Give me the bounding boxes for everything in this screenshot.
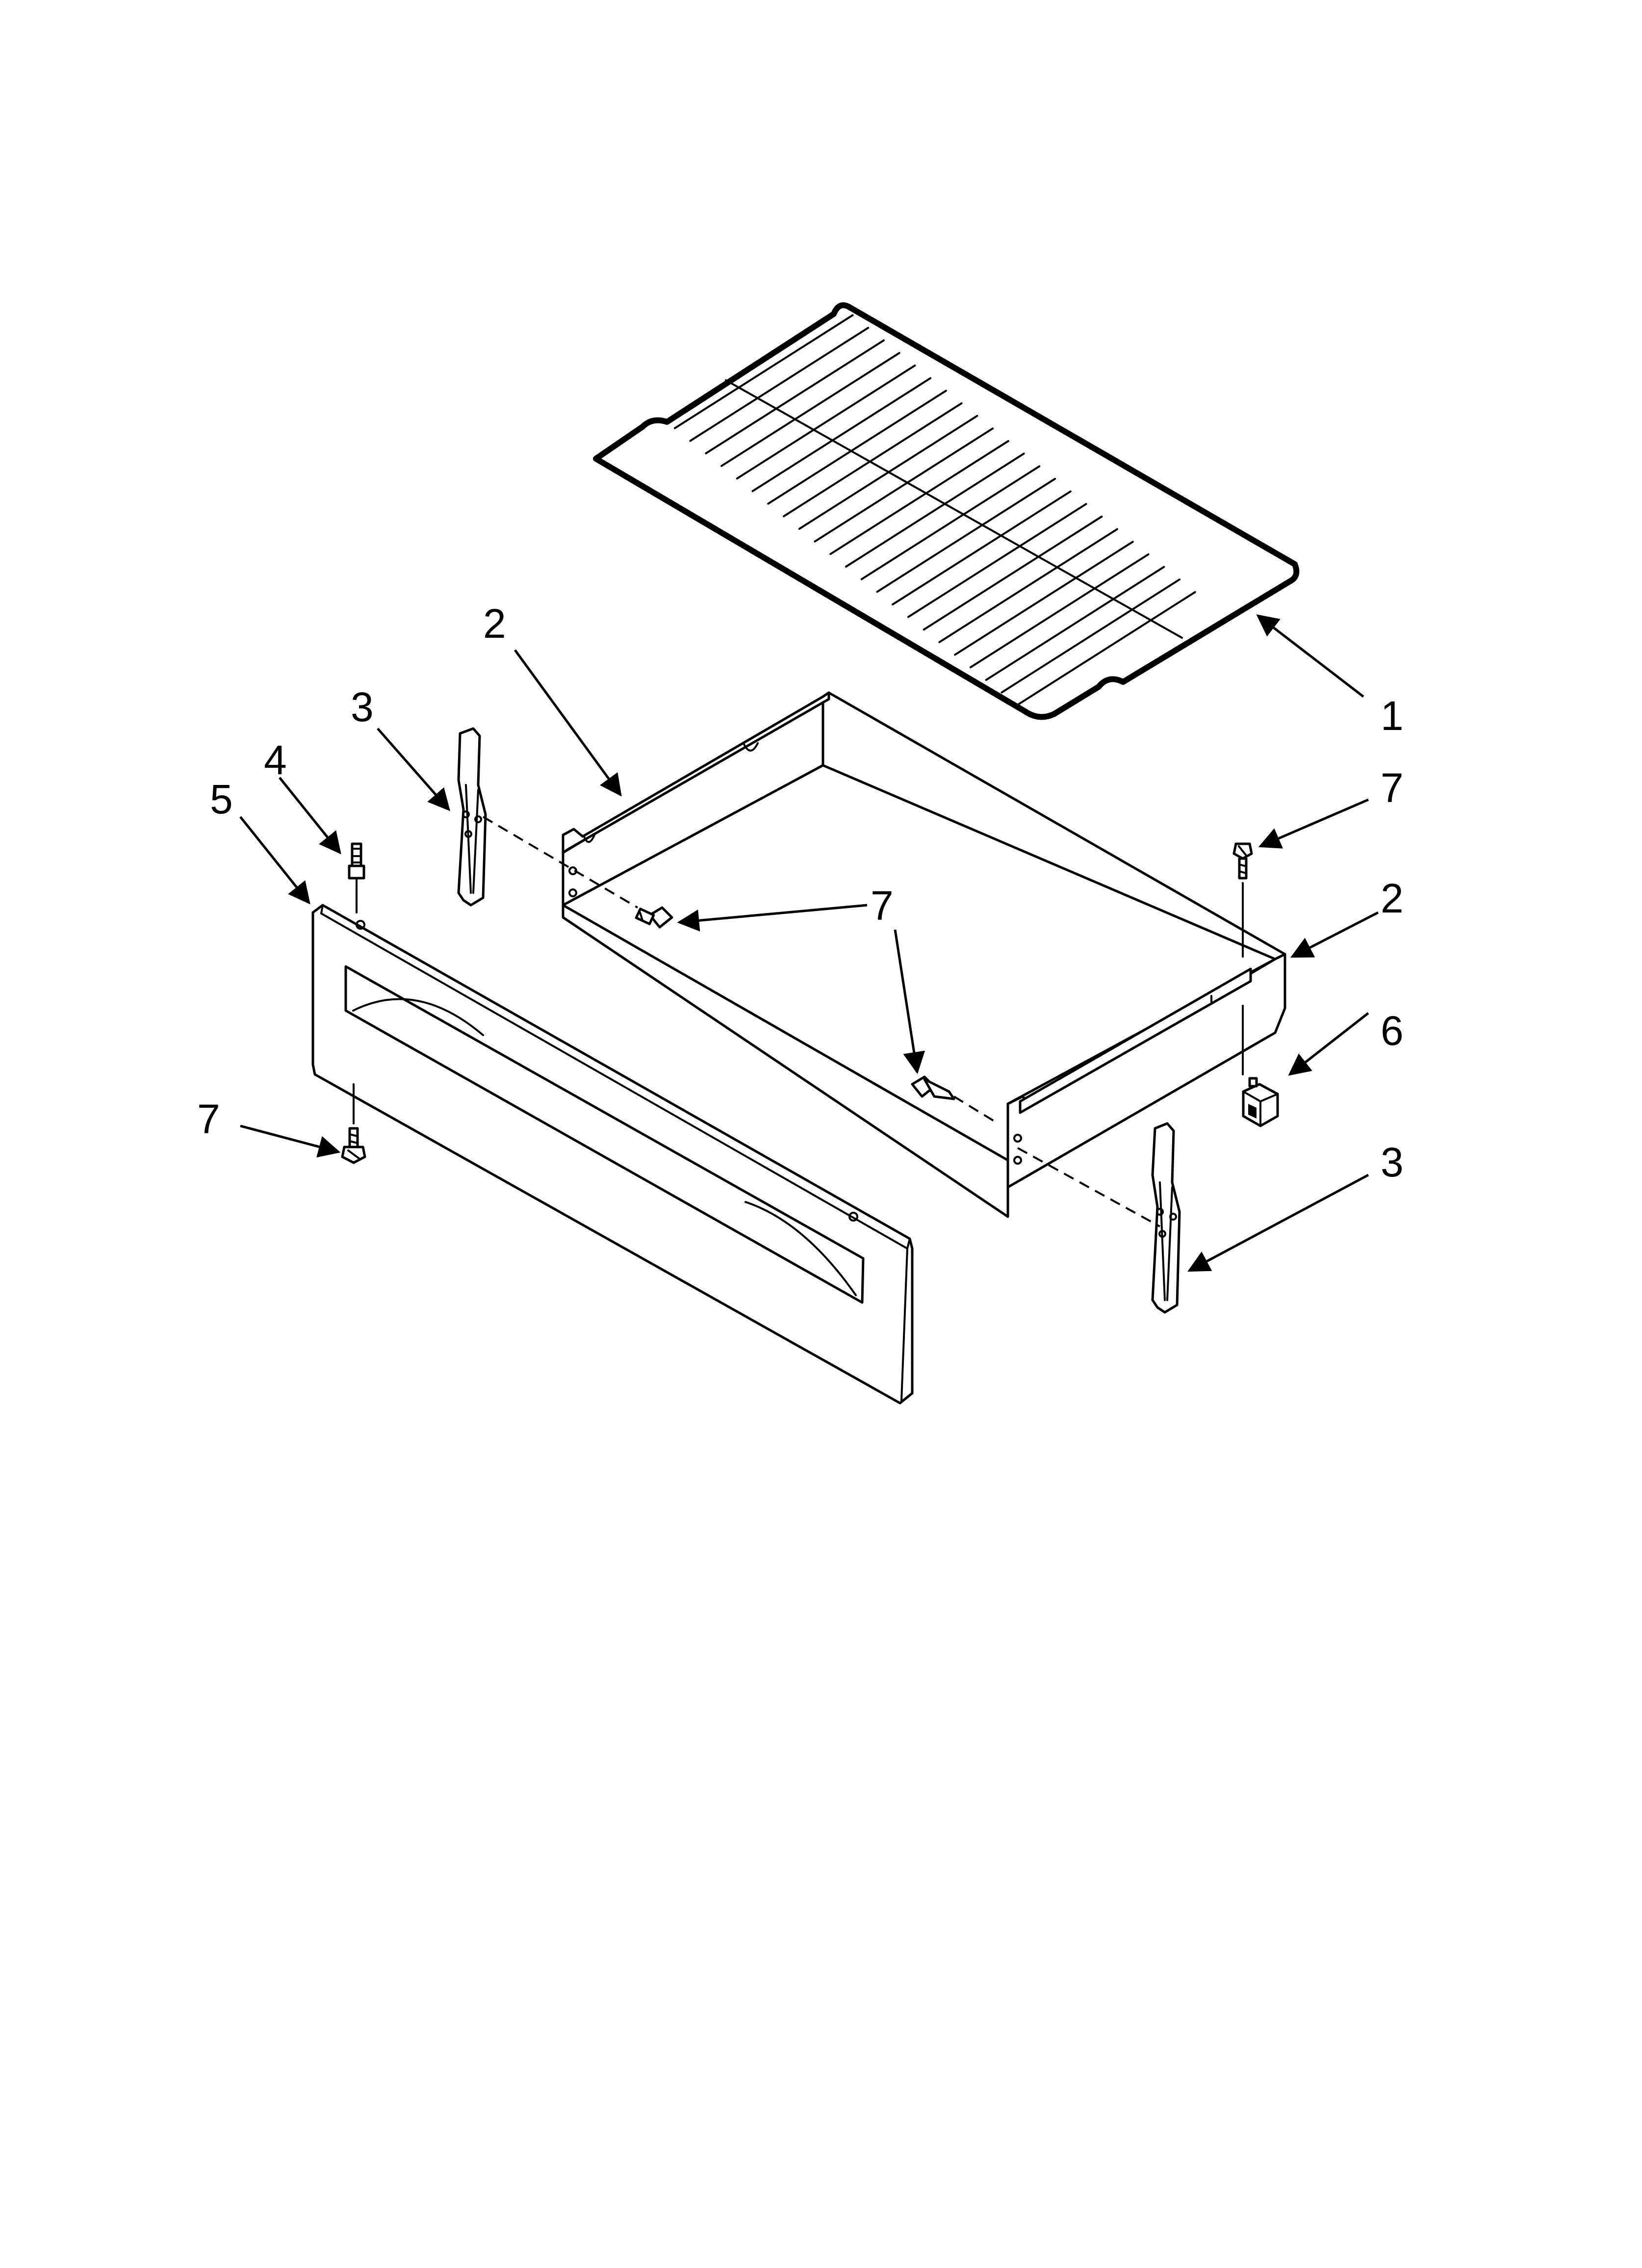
rack-wire-bar <box>1016 591 1196 706</box>
rack-wire-bar <box>938 528 1118 643</box>
rack-wire-bar <box>876 478 1056 593</box>
callout-2-drawer-left: 2 <box>483 600 506 647</box>
rack-wire-bar <box>689 327 870 442</box>
callout-4: 4 <box>264 737 287 783</box>
rack-wire-bar <box>845 452 1025 568</box>
callout-7-top-right: 7 <box>1381 765 1404 811</box>
rack-wire-bar <box>720 352 900 467</box>
pin-part <box>348 842 365 880</box>
callout-6: 6 <box>1381 1008 1404 1054</box>
rack-wire-bar <box>705 339 885 455</box>
screw-part-drawer-left <box>635 906 673 929</box>
clip-part <box>1242 1077 1279 1127</box>
rack-wire-bar <box>767 390 947 505</box>
rack-wire-bar <box>736 365 916 480</box>
rack-wire-bar <box>751 377 932 493</box>
rack-wire-bar <box>985 566 1165 681</box>
callout-leaders <box>239 614 1379 1272</box>
callout-2-drawer-right: 2 <box>1381 875 1404 921</box>
callout-7-bottom-left: 7 <box>197 1096 220 1142</box>
callout-3-slide-left: 3 <box>351 684 374 730</box>
rack-wire-bar <box>673 314 854 429</box>
drawer-slide-right-part <box>1151 1122 1181 1314</box>
callout-1: 1 <box>1381 693 1404 739</box>
callout-3-slide-right: 3 <box>1381 1139 1404 1185</box>
drawer-front-panel-part <box>311 904 914 1405</box>
rack-wire-bar <box>923 516 1103 631</box>
callout-labels: 1 2 2 3 3 4 5 6 7 7 7 <box>197 600 1404 1185</box>
drawer-slide-left-part <box>457 727 487 907</box>
rack-wire-bar <box>814 427 994 543</box>
screw-part-drawer-right <box>911 1075 955 1100</box>
callout-7-middle: 7 <box>871 883 894 929</box>
screw-part-bottom-left <box>341 1127 366 1164</box>
rack-wire-bar <box>969 553 1150 669</box>
callout-5: 5 <box>210 776 233 822</box>
rack-wire-bar <box>892 490 1072 605</box>
rack-wire-bar <box>829 440 1009 555</box>
screw-part-top-right <box>1232 842 1253 880</box>
rack-wire-bars <box>673 314 1196 706</box>
rack-wire-bar <box>1001 578 1180 694</box>
rack-wire-bar <box>954 541 1134 656</box>
rack-wire-bar <box>907 503 1087 618</box>
oven-rack-part <box>593 302 1300 720</box>
drawer-body-part <box>562 691 1286 1218</box>
rack-wire-bar <box>783 402 963 518</box>
rack-wire-bar <box>860 465 1041 580</box>
assembly-guide-lines <box>353 816 1244 1227</box>
